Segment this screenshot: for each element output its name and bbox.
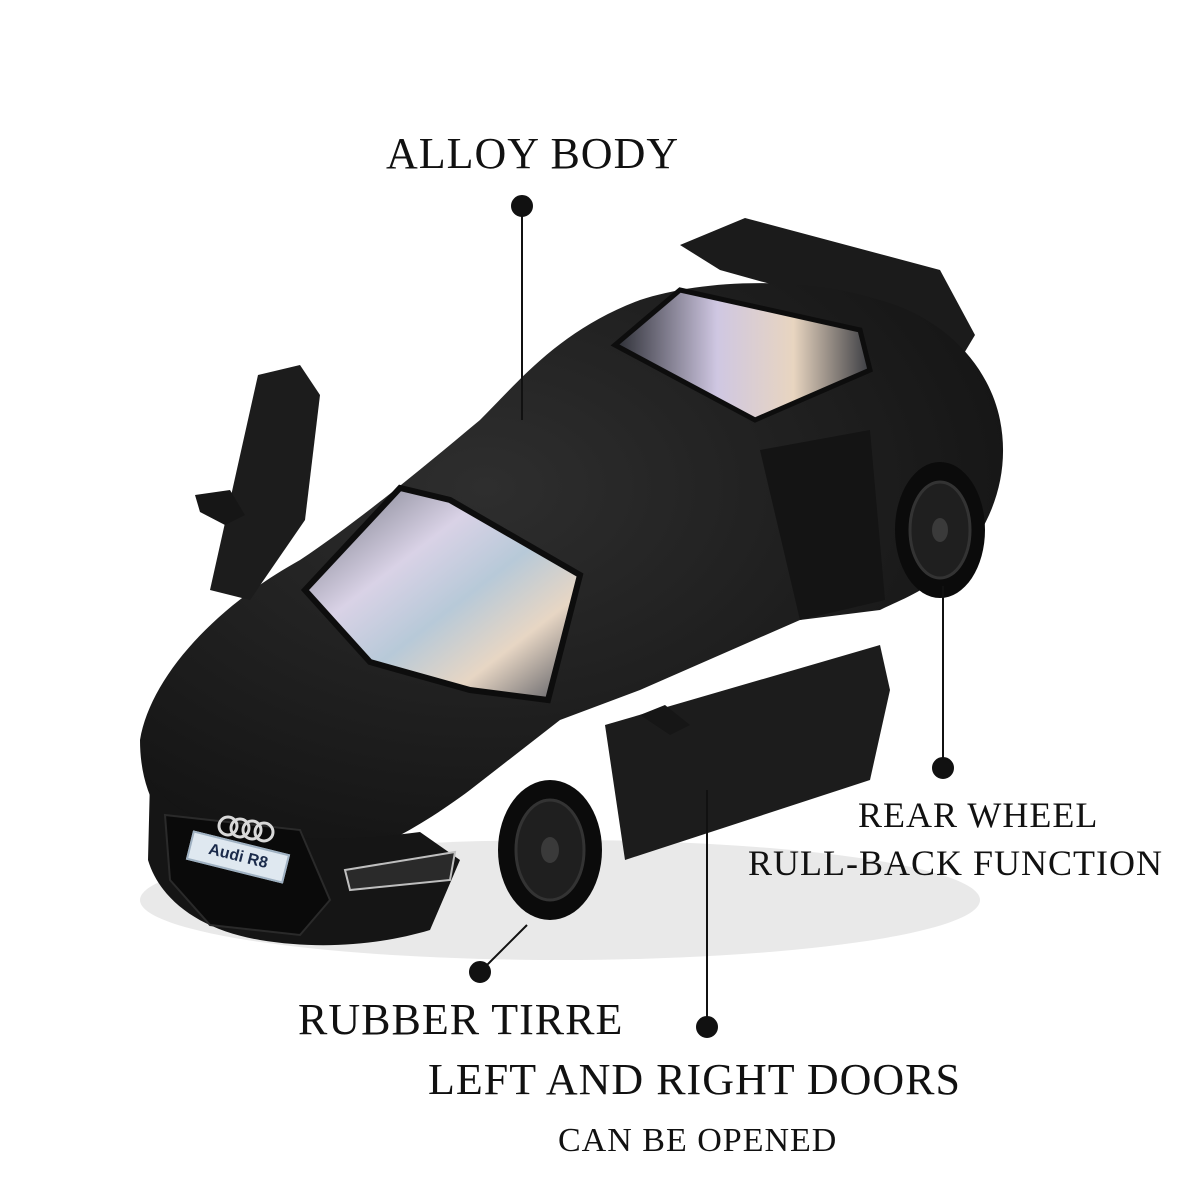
left-door-open xyxy=(210,365,320,600)
right-mirror xyxy=(640,705,690,735)
brand-rings-logo xyxy=(217,815,275,843)
windshield xyxy=(300,484,584,704)
pull-back-function-label: RULL-BACK FUNCTION xyxy=(748,843,1164,883)
front-wheel xyxy=(498,780,602,920)
doors-label: LEFT AND RIGHT DOORS xyxy=(428,1055,961,1104)
right-door-open xyxy=(605,645,890,860)
headlight xyxy=(343,850,457,892)
left-mirror xyxy=(195,490,245,525)
rear-wheel xyxy=(895,462,985,598)
roof-window xyxy=(610,287,873,423)
rubber-tire-label: RUBBER TIRRE xyxy=(298,995,624,1044)
rear-wheel-label: REAR WHEEL xyxy=(858,795,1099,835)
alloy-body-label: ALLOY BODY xyxy=(386,129,680,178)
doors-openable-label: CAN BE OPENED xyxy=(558,1122,838,1159)
side-panel xyxy=(760,430,885,620)
callout-lines xyxy=(469,195,954,1038)
